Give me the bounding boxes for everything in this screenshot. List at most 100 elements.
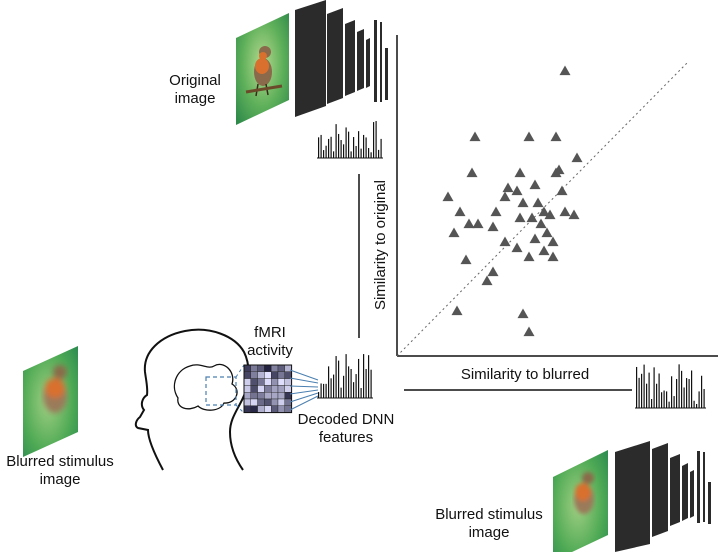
feature-bar [658,373,660,408]
voxel-cell [271,392,279,400]
voxel-cell [243,364,252,373]
voxel-cell [250,364,258,373]
voxel-cell [271,371,279,379]
feature-bar [678,364,680,408]
feature-bar [365,137,367,158]
voxel-cell [277,392,286,400]
voxel-cell [250,385,258,393]
feature-bar [673,396,675,408]
data-point [463,218,475,229]
data-point [499,236,511,247]
feature-bar [691,370,693,408]
y-axis-label: Similarity to original [372,180,389,310]
voxel-grid-border [243,364,293,414]
dnn-layers-bottom [615,441,711,552]
original-image-label-line1: Original [169,72,221,89]
data-point [538,206,550,217]
feature-bar [363,134,365,158]
robin-bird-icon [245,46,283,97]
voxel-cell [284,398,292,407]
feature-bar [353,137,355,158]
voxel-cell [250,405,258,413]
voxel-cell [277,378,286,386]
data-point [544,209,556,220]
data-point [469,131,481,142]
blurred-image-left [23,346,78,457]
feature-bar [338,360,340,398]
feature-bar [348,366,350,398]
decoded-label-line1: Decoded DNN [297,411,395,428]
voxel-cell [243,385,252,393]
feature-histogram-blurred [635,364,706,409]
scatter-points [442,65,583,337]
voxel-cell [271,378,279,386]
feature-bar [343,144,345,158]
feature-bar [686,378,688,408]
blurred-left-label-line1: Blurred stimulus [6,453,114,470]
blurred-bottom-label-line1: Blurred stimulus [435,506,543,523]
feature-bar [328,366,330,398]
feature-bar [335,356,337,398]
original-image-label: Original image [150,72,240,108]
voxel-cell [243,371,252,379]
blurred-image-bottom [553,450,608,552]
diagonal-reference-line [396,61,689,357]
voxel-cell [264,385,272,393]
decoded-label-line2: features [318,429,374,446]
voxel-cell [284,392,292,400]
voxel-cell [277,385,286,393]
data-point [487,221,499,232]
feature-bar [698,391,700,408]
voxel-cell [243,405,252,413]
feature-bar [333,374,335,398]
data-point [466,167,478,178]
voxel-cell [257,371,265,379]
feature-bar [653,367,655,408]
feature-bar [353,382,355,398]
feature-bar [348,131,350,158]
data-point [481,275,493,286]
voxel-cell [271,385,279,393]
data-point [454,206,466,217]
feature-bar [703,389,705,408]
decoded-features-label: Decoded DNN features [296,411,396,447]
feature-bar [668,401,670,408]
data-point [514,212,526,223]
data-point [523,131,535,142]
data-point [535,218,547,229]
feature-histogram-original [317,121,383,159]
feature-bar [656,383,658,408]
voxel-cell [264,371,272,379]
feature-bar [380,138,382,158]
feature-bar [333,151,335,158]
feature-bar [330,136,332,158]
data-point [460,254,472,265]
connector-lines [235,364,245,414]
feature-bar [345,354,347,398]
feature-bar [350,369,352,398]
feature-bar [676,378,678,408]
data-point [559,206,571,217]
scatter-plot: Similarity to original Similarity to blu… [372,35,718,383]
data-point [568,209,580,220]
feature-bar [370,152,372,158]
voxel-cell [264,364,272,373]
data-point [472,218,484,229]
feature-bar [661,392,663,408]
fmri-activity-label: fMRI activity [240,324,300,360]
data-point [499,191,511,202]
feature-bar [323,150,325,158]
blurred-stimulus-left-label: Blurred stimulus image [0,453,120,489]
data-point [529,179,541,190]
feature-bar [646,383,648,408]
voxel-cell [250,398,258,407]
feature-bar [368,355,370,398]
voxel-cell [257,405,265,413]
feature-bar [688,379,690,408]
feature-bar [345,127,347,158]
voxel-cell [277,364,286,373]
fan-lines [289,369,319,411]
feature-bar [320,383,322,398]
feature-bar [641,373,643,408]
